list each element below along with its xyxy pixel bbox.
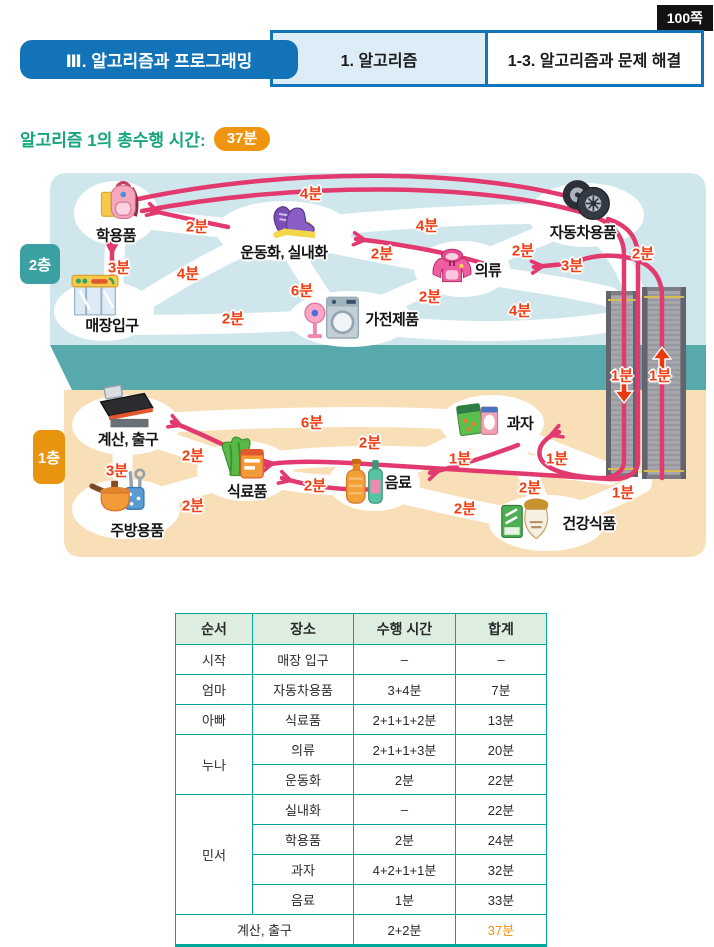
table-cell: – <box>455 644 547 675</box>
down-arrow-icon <box>613 380 635 405</box>
table-cell: 매장 입구 <box>252 644 354 675</box>
table-cell: 음료 <box>252 884 354 915</box>
table-cell: 4+2+1+1분 <box>353 854 456 885</box>
table-cell: 식료품 <box>252 704 354 735</box>
table-cell: 2+2분 <box>353 914 456 946</box>
table-cell: 37분 <box>455 914 547 946</box>
floor-2-badge: 2층 <box>20 244 60 284</box>
table-cell: 운동화 <box>252 764 354 795</box>
col-header-time: 수행 시간 <box>353 613 456 645</box>
page-number-badge: 100쪽 <box>656 5 713 31</box>
escalator-direction-arrows <box>613 345 673 405</box>
table-cell: 1분 <box>353 884 456 915</box>
table-cell: 실내화 <box>252 794 354 825</box>
table-cell: 20분 <box>455 734 547 765</box>
table-cell: – <box>353 644 456 675</box>
floor-band <box>50 345 706 390</box>
table-cell: 24분 <box>455 824 547 855</box>
table-cell: – <box>353 794 456 825</box>
col-header-total: 합계 <box>455 613 547 645</box>
subtitle-row: 알고리즘 1의 총수행 시간: 37분 <box>20 126 271 151</box>
col-header-place: 장소 <box>252 613 354 645</box>
lesson-header: 1. 알고리즘 1-3. 알고리즘과 문제 해결 <box>270 30 704 87</box>
table-cell: 22분 <box>455 794 547 825</box>
footer-label-cell: 계산, 출구 <box>175 914 354 946</box>
table-cell: 의류 <box>252 734 354 765</box>
table-cell: 22분 <box>455 764 547 795</box>
table-cell: 2+1+1+2분 <box>353 704 456 735</box>
order-cell: 민서 <box>175 794 253 915</box>
table-cell: 13분 <box>455 704 547 735</box>
table-cell: 2+1+1+3분 <box>353 734 456 765</box>
unit-title: Ⅲ. 알고리즘과 프로그래밍 <box>20 40 298 79</box>
table-cell: 33분 <box>455 884 547 915</box>
table-header-row: 순서 장소 수행 시간 합계 <box>175 613 547 645</box>
total-time-badge: 37분 <box>213 126 271 151</box>
table-cell: 2분 <box>353 824 456 855</box>
table-cell: 학용품 <box>252 824 354 855</box>
escalator <box>606 287 686 479</box>
up-arrow-icon <box>651 345 673 372</box>
table-cell: 3+4분 <box>353 674 456 705</box>
table-cell: 2분 <box>353 764 456 795</box>
order-cell: 엄마 <box>175 674 253 705</box>
subtitle-label: 알고리즘 1의 총수행 시간: <box>20 131 206 150</box>
table-cell: 자동차용품 <box>252 674 354 705</box>
col-header-order: 순서 <box>175 613 253 645</box>
order-cell: 아빠 <box>175 704 253 735</box>
order-cell: 누나 <box>175 734 253 795</box>
order-cell: 시작 <box>175 644 253 675</box>
map-graphic <box>50 173 706 557</box>
section-title: 1-3. 알고리즘과 문제 해결 <box>488 33 701 84</box>
table-cell: 7분 <box>455 674 547 705</box>
floor-1-badge: 1층 <box>33 430 65 484</box>
chapter-title: 1. 알고리즘 <box>273 33 488 84</box>
table-cell: 과자 <box>252 854 354 885</box>
table-cell: 32분 <box>455 854 547 885</box>
